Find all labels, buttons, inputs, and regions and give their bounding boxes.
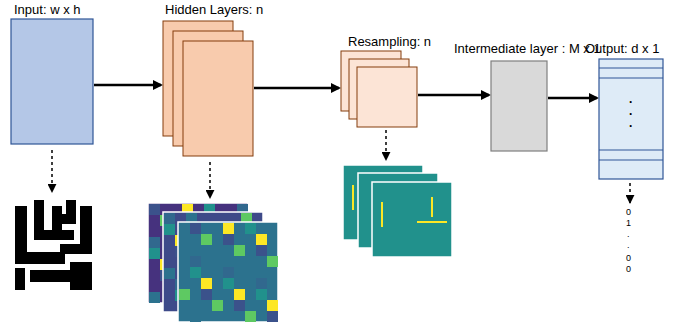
layer-heading: Input: w x h — [14, 3, 80, 17]
vector-divider — [599, 150, 663, 151]
feature-map — [178, 222, 278, 322]
vector-divider — [599, 68, 663, 69]
feature-cell — [234, 245, 245, 256]
feature-cell — [164, 213, 175, 224]
feature-cell — [256, 289, 267, 300]
layer-heading: Intermediate layer : M x 1 — [454, 42, 601, 56]
resampled-map — [372, 182, 452, 257]
feature-cell — [149, 248, 160, 259]
feature-cell — [190, 256, 201, 267]
output-value: . — [627, 229, 630, 239]
layer-shape — [340, 50, 418, 128]
layer-heading: Output: d x 1 — [585, 42, 659, 56]
layer-box: Intermediate layer : M x 1 — [490, 60, 548, 152]
feature-cell — [256, 234, 267, 245]
layer-heading: Hidden Layers: n — [165, 3, 263, 17]
feature-cell — [223, 278, 234, 289]
resampled-stroke — [352, 185, 354, 210]
output-value: 0 — [626, 253, 631, 263]
resampled-stroke — [431, 197, 433, 217]
feature-cell — [190, 267, 201, 278]
feature-cell — [179, 245, 190, 256]
output-value: 0 — [626, 207, 631, 217]
flow-arrow — [418, 94, 489, 97]
feature-cell — [223, 267, 234, 278]
feature-cell — [190, 311, 201, 322]
feature-cell — [190, 223, 201, 234]
feature-cell — [256, 245, 267, 256]
vector-divider — [599, 160, 663, 161]
feature-cell — [164, 268, 175, 279]
output-vector: Output: d x 1... — [598, 58, 664, 180]
maze-image — [15, 200, 92, 290]
output-value: 0 — [626, 264, 631, 274]
resampled-images — [343, 165, 452, 257]
layer-rect — [599, 59, 663, 179]
feature-cell — [234, 289, 245, 300]
feature-cell — [164, 224, 175, 235]
feature-cell — [245, 223, 256, 234]
flow-arrow — [254, 87, 339, 90]
layer-rect — [11, 19, 93, 144]
feature-cell — [212, 300, 223, 311]
feature-cell — [223, 234, 234, 245]
layer-sheet — [357, 67, 417, 127]
feature-cell — [245, 267, 256, 278]
layer-shape — [490, 60, 548, 152]
layer-box: Resampling: n — [340, 50, 418, 128]
feature-cell — [149, 204, 160, 215]
feature-cell — [201, 234, 212, 245]
layer-rect — [491, 61, 547, 151]
output-value: . — [627, 240, 630, 250]
layer-box: Input: w x h — [10, 18, 94, 145]
feature-cell — [212, 256, 223, 267]
feature-cell — [245, 311, 256, 322]
feature-cell — [149, 292, 160, 303]
layer-box: Hidden Layers: n — [162, 20, 254, 157]
flow-arrow — [94, 84, 161, 87]
layer-sheet — [183, 41, 253, 156]
layer-shape — [162, 20, 254, 157]
feature-cell — [223, 223, 234, 234]
feature-cell — [256, 278, 267, 289]
vector-ellipsis: . — [629, 118, 632, 128]
feature-cell — [201, 278, 212, 289]
resampled-stroke — [381, 202, 383, 227]
vector-ellipsis: . — [629, 106, 632, 116]
feature-cell — [149, 237, 160, 248]
resampled-stroke — [417, 221, 447, 223]
layer-shape — [10, 18, 94, 145]
feature-cell — [201, 289, 212, 300]
feature-cell — [267, 300, 278, 311]
feature-map-images — [148, 203, 278, 322]
vector-divider — [599, 78, 663, 79]
flow-arrow — [548, 97, 597, 100]
layer-heading: Resampling: n — [348, 35, 431, 49]
feature-cell — [267, 311, 278, 322]
output-value: 1 — [626, 218, 631, 228]
feature-cell — [234, 300, 245, 311]
feature-cell — [179, 289, 190, 300]
vector-ellipsis: . — [629, 94, 632, 104]
feature-cell — [267, 256, 278, 267]
